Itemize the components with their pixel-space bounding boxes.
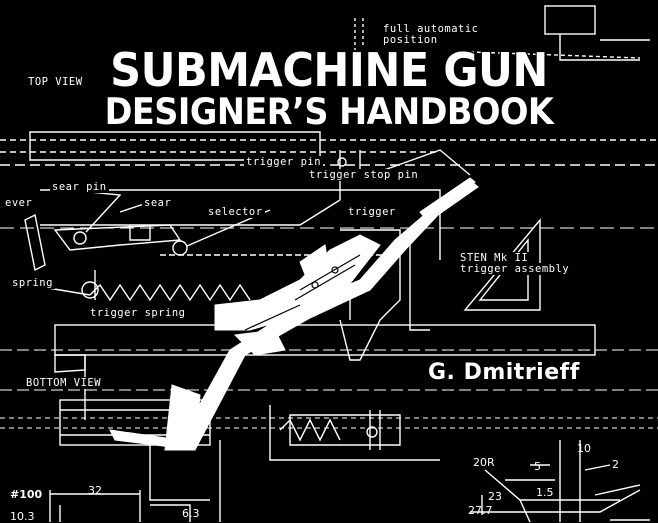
label-top-view: TOP VIEW xyxy=(28,76,83,88)
book-author: G. Dmitrieff xyxy=(428,360,580,385)
label-trigger: trigger xyxy=(346,206,398,218)
dim-32: 32 xyxy=(88,484,102,497)
label-bottom-view: BOTTOM VIEW xyxy=(24,377,104,389)
dim-2: 2 xyxy=(612,458,619,471)
label-trigger-spring: trigger spring xyxy=(88,307,188,319)
book-title-line2: DESIGNER’S HANDBOOK xyxy=(103,89,555,134)
dim-20r: 20R xyxy=(473,456,495,469)
dim-6-3: 6.3 xyxy=(182,507,200,520)
label-full-auto: full automatic xyxy=(383,23,479,35)
label-spring: spring xyxy=(10,277,55,289)
dim-23: 23 xyxy=(488,490,502,503)
book-title-line1: SUBMACHINE GUN xyxy=(109,43,550,100)
label-sten-line2: trigger assembly xyxy=(458,263,572,275)
dim-27-7: 27.7 xyxy=(468,504,493,517)
dim-10-3: 10.3 xyxy=(10,510,35,523)
label-position: position xyxy=(383,34,438,46)
dim-5: 5 xyxy=(534,460,541,473)
label-sear: sear xyxy=(142,197,174,209)
label-trigger-pin: trigger pin xyxy=(244,156,324,168)
label-selector: selector xyxy=(206,206,265,218)
dim-100: #100 xyxy=(10,488,43,501)
dim-1-5: 1.5 xyxy=(536,486,554,499)
label-trigger-stop-pin: trigger stop pin xyxy=(307,169,421,181)
label-lever: ever xyxy=(3,197,35,209)
label-sear-pin: sear pin xyxy=(50,181,109,193)
label-sten-line1: STEN Mk II xyxy=(458,252,531,264)
dim-10: 10 xyxy=(577,442,591,455)
